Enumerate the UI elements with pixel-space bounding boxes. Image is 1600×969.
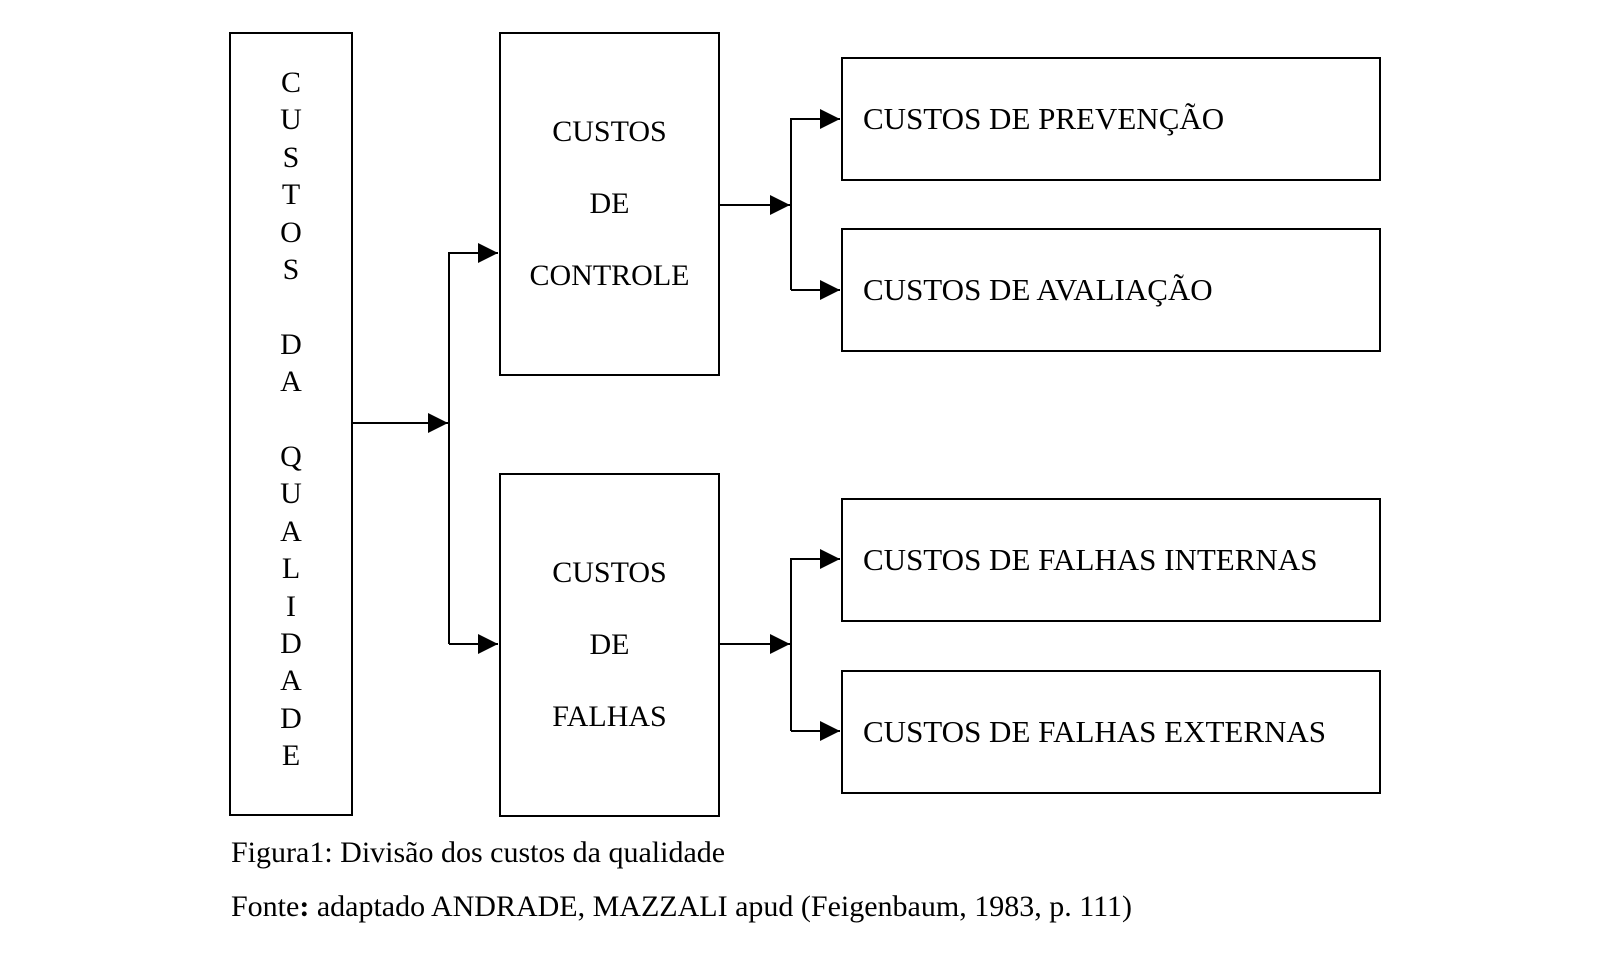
root-letter: D (280, 327, 302, 361)
custos-de-avaliacao-label: CUSTOS DE AVALIAÇÃO (863, 272, 1213, 307)
custos-de-prevencao-label: CUSTOS DE PREVENÇÃO (863, 101, 1225, 136)
falhas-line-3: FALHAS (552, 700, 667, 733)
arrowhead-avaliacao (820, 280, 840, 300)
root-letter: D (280, 701, 302, 735)
root-letter: U (280, 477, 302, 511)
source-label: Fonte (231, 890, 300, 923)
root-letter: D (280, 627, 302, 660)
custos-de-falhas-externas-box: CUSTOS DE FALHAS EXTERNAS (841, 670, 1381, 794)
root-letter: T (281, 178, 301, 212)
custos-de-controle-box: CUSTOS DE CONTROLE (499, 32, 720, 376)
falhas-line-2: DE (589, 628, 630, 661)
arrowhead-internas (820, 549, 840, 569)
arrowhead-controle-out (770, 195, 790, 215)
custos-de-falhas-box: CUSTOS DE FALHAS (499, 473, 720, 817)
arrowhead-prevencao (820, 109, 840, 129)
controle-line-1: CUSTOS (552, 115, 667, 148)
source-text: adaptado ANDRADE, MAZZALI apud (Feigenba… (309, 890, 1132, 923)
custos-de-falhas-internas-label: CUSTOS DE FALHAS INTERNAS (863, 542, 1318, 577)
custos-de-avaliacao-box: CUSTOS DE AVALIAÇÃO (841, 228, 1381, 352)
source-separator: : (299, 890, 310, 923)
root-letter: E (281, 739, 301, 773)
root-letter: U (280, 103, 302, 137)
falhas-line-1: CUSTOS (552, 556, 667, 589)
arrowhead-controle (478, 243, 498, 263)
custos-de-falhas-externas-label: CUSTOS DE FALHAS EXTERNAS (863, 714, 1327, 749)
root-letter: Q (280, 440, 302, 473)
arrowhead-root (428, 413, 448, 433)
figure-caption: Figura1: Divisão dos custos da qualidade (231, 836, 726, 869)
arrowhead-falhas-out (770, 634, 790, 654)
root-letter: A (280, 514, 302, 548)
root-letter: A (280, 664, 302, 698)
root-letter: A (280, 365, 302, 399)
arrowhead-externas (820, 721, 840, 741)
controle-line-2: DE (589, 187, 630, 220)
root-letter: O (280, 215, 302, 249)
source-caption: Fonte: adaptado ANDRADE, MAZZALI apud (F… (231, 890, 1132, 924)
arrowhead-falhas (478, 634, 498, 654)
root-letter: S (282, 253, 300, 286)
controle-line-3: CONTROLE (529, 259, 690, 292)
root-letter: S (282, 140, 300, 174)
custos-de-falhas-internas-box: CUSTOS DE FALHAS INTERNAS (841, 498, 1381, 622)
root-letter: C (280, 66, 301, 99)
custos-de-prevencao-box: CUSTOS DE PREVENÇÃO (841, 57, 1381, 181)
root-letter: L (281, 552, 301, 586)
root-letter: I (286, 589, 296, 623)
